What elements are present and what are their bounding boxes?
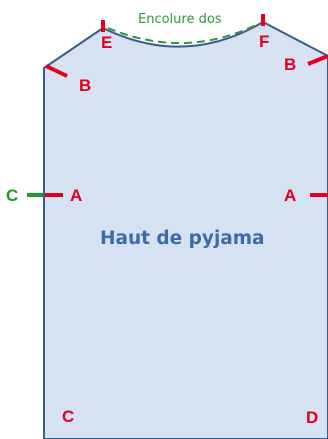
point-b-left-label: B [79,76,91,95]
point-c-marker-label: C [6,186,18,205]
point-b-left-marker [45,64,68,78]
pattern-title: Haut de pyjama [100,228,265,249]
point-a-left-label: A [70,186,82,205]
point-b-right-marker [307,54,328,66]
point-f-label: F [259,32,269,51]
point-b-right-label: B [284,55,296,74]
neckline-label: Encolure dos [138,12,222,27]
back-neckline-dashed-curve [107,23,259,45]
point-e-label: E [101,33,112,52]
point-c-label: C [62,407,74,426]
point-d-label: D [306,408,318,427]
point-a-right-label: A [284,186,296,205]
